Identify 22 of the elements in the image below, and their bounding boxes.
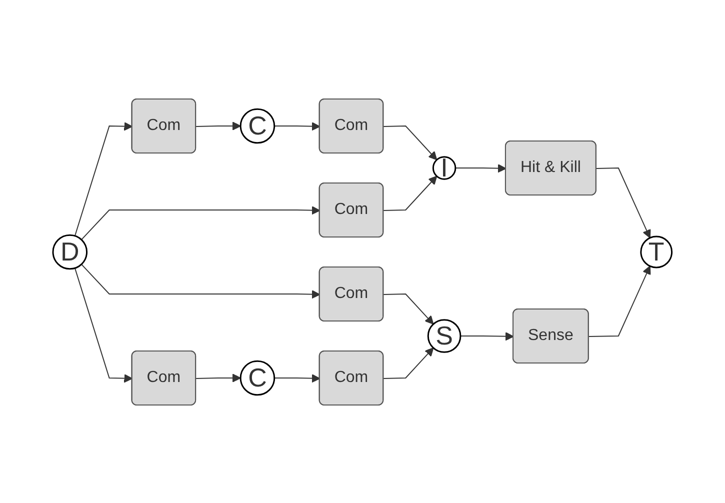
arrow [81,263,320,298]
arrow [383,293,434,324]
arrow [274,373,320,382]
arrow [383,347,434,378]
arrow [196,373,242,382]
node-circle: T [640,235,673,268]
arrow [596,167,651,238]
arrow [274,121,320,130]
arrow [196,121,242,130]
arrow [455,163,506,172]
arrow [460,331,514,340]
arrow [383,125,438,160]
node-circle: D [52,234,88,270]
arrow [383,175,438,210]
arrow [74,267,133,382]
arrow [81,205,320,240]
node-circle: C [240,108,276,144]
node-circle: S [427,318,462,352]
arrow [588,265,651,336]
node-circle: I [432,156,456,180]
arrow [74,121,133,236]
node-circle: C [240,360,276,396]
